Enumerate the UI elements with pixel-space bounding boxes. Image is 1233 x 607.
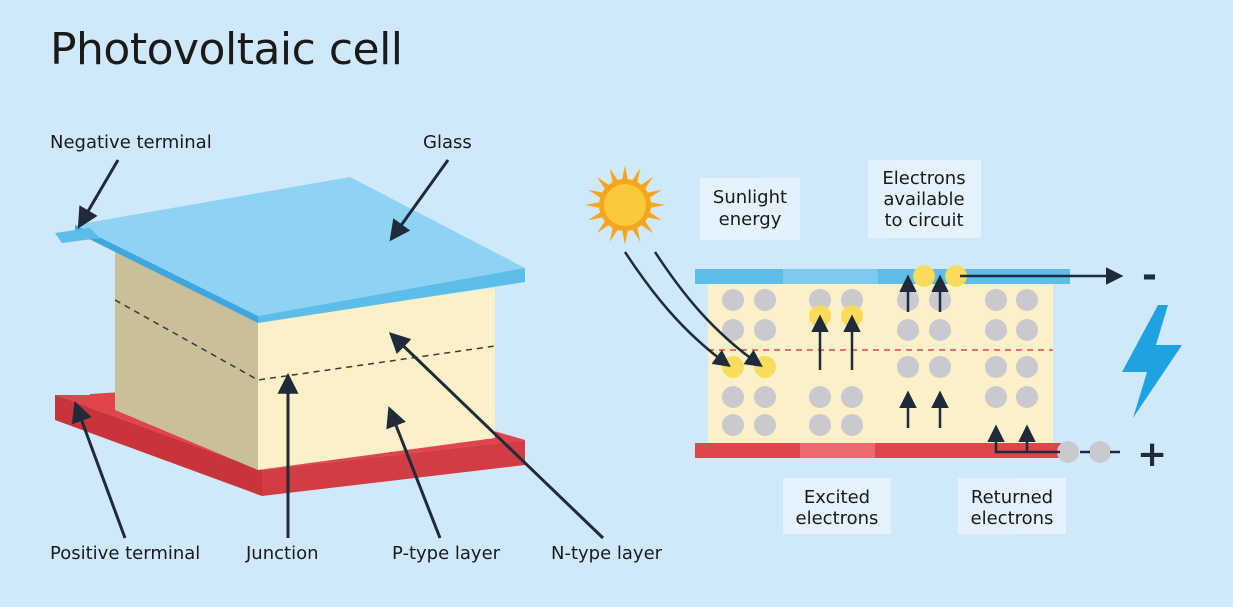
lightning-bolt-icon xyxy=(1122,305,1182,418)
svg-text:energy: energy xyxy=(719,209,782,230)
label-glass: Glass xyxy=(423,132,472,153)
electron xyxy=(754,289,776,311)
excited-electron xyxy=(722,356,744,378)
electron xyxy=(985,356,1007,378)
label-p-type-layer: P-type layer xyxy=(392,543,501,564)
plus-sign: + xyxy=(1137,434,1167,475)
electron xyxy=(1016,386,1038,408)
label-negative-terminal: Negative terminal xyxy=(50,132,212,153)
electron xyxy=(929,319,951,341)
svg-text:Returned: Returned xyxy=(971,487,1053,508)
page-title: Photovoltaic cell xyxy=(50,24,403,75)
electron xyxy=(985,386,1007,408)
negative-terminal-tab xyxy=(55,228,100,243)
label-electrons-available: Electrons available to circuit xyxy=(882,168,965,231)
electron xyxy=(841,414,863,436)
excited-electron xyxy=(754,356,776,378)
arrow-glass xyxy=(389,159,450,242)
label-n-type-layer: N-type layer xyxy=(551,543,663,564)
electron xyxy=(722,386,744,408)
right-arrows xyxy=(623,251,1124,454)
arrow-p-type xyxy=(386,406,442,539)
cell-cross-section xyxy=(695,269,1070,458)
electron xyxy=(1016,319,1038,341)
arrow-negative-terminal xyxy=(77,159,120,229)
sun-ray xyxy=(609,225,619,242)
sun-ray xyxy=(631,225,641,242)
electron xyxy=(809,414,831,436)
left-leader-arrows xyxy=(71,159,605,540)
label-excited-electrons: Excited electrons xyxy=(796,487,879,529)
electron xyxy=(985,289,1007,311)
electron xyxy=(985,319,1007,341)
label-backdrops xyxy=(700,160,1066,534)
label-positive-terminal: Positive terminal xyxy=(50,543,200,564)
cell-3d-illustration xyxy=(55,177,525,496)
arrow-positive-terminal xyxy=(71,401,127,539)
svg-text:electrons: electrons xyxy=(971,508,1054,529)
sunlight-ray-1 xyxy=(623,251,731,368)
sun-ray xyxy=(645,211,662,221)
minus-sign: - xyxy=(1142,255,1157,296)
svg-text:Sunlight: Sunlight xyxy=(713,187,787,208)
label-returned-electrons: Returned electrons xyxy=(971,487,1054,529)
electron xyxy=(754,319,776,341)
sun-ray xyxy=(648,201,665,209)
electron xyxy=(1016,356,1038,378)
excited-electron xyxy=(945,265,967,287)
electron xyxy=(754,414,776,436)
electron xyxy=(809,386,831,408)
electron xyxy=(929,356,951,378)
electron xyxy=(1089,441,1111,463)
label-sunlight-energy: Sunlight energy xyxy=(713,187,787,230)
layer-front-face xyxy=(258,288,495,470)
sun-ray xyxy=(621,165,629,182)
positive-terminal-side xyxy=(55,395,262,496)
sun-ray xyxy=(609,168,619,185)
electron xyxy=(897,356,919,378)
label-junction: Junction xyxy=(245,543,319,564)
sun-ray xyxy=(631,168,641,185)
sun-ray xyxy=(621,228,629,245)
sun-icon xyxy=(585,165,665,245)
svg-text:available: available xyxy=(883,189,964,210)
positive-terminal-front xyxy=(262,440,525,496)
electron xyxy=(897,319,919,341)
electron xyxy=(722,289,744,311)
arrow-n-type xyxy=(388,332,605,540)
electron xyxy=(841,289,863,311)
sun-ray xyxy=(585,201,602,209)
sunlight-ray-2 xyxy=(653,251,763,368)
glass-edge-front xyxy=(258,268,525,323)
excited-electron xyxy=(913,265,935,287)
electron xyxy=(809,289,831,311)
sun-ray xyxy=(645,189,662,199)
sun-ray xyxy=(588,211,605,221)
sun-ray xyxy=(588,189,605,199)
svg-text:to circuit: to circuit xyxy=(884,210,963,231)
electron xyxy=(1016,289,1038,311)
cross-section-base xyxy=(695,443,1070,458)
glass-edge-left xyxy=(75,225,258,323)
returned-path xyxy=(987,424,1060,454)
electron xyxy=(722,414,744,436)
electron xyxy=(841,386,863,408)
electron xyxy=(1057,441,1079,463)
electron xyxy=(722,319,744,341)
svg-text:Electrons: Electrons xyxy=(882,168,965,189)
svg-text:electrons: electrons xyxy=(796,508,879,529)
electron xyxy=(754,386,776,408)
svg-text:Excited: Excited xyxy=(804,487,870,508)
